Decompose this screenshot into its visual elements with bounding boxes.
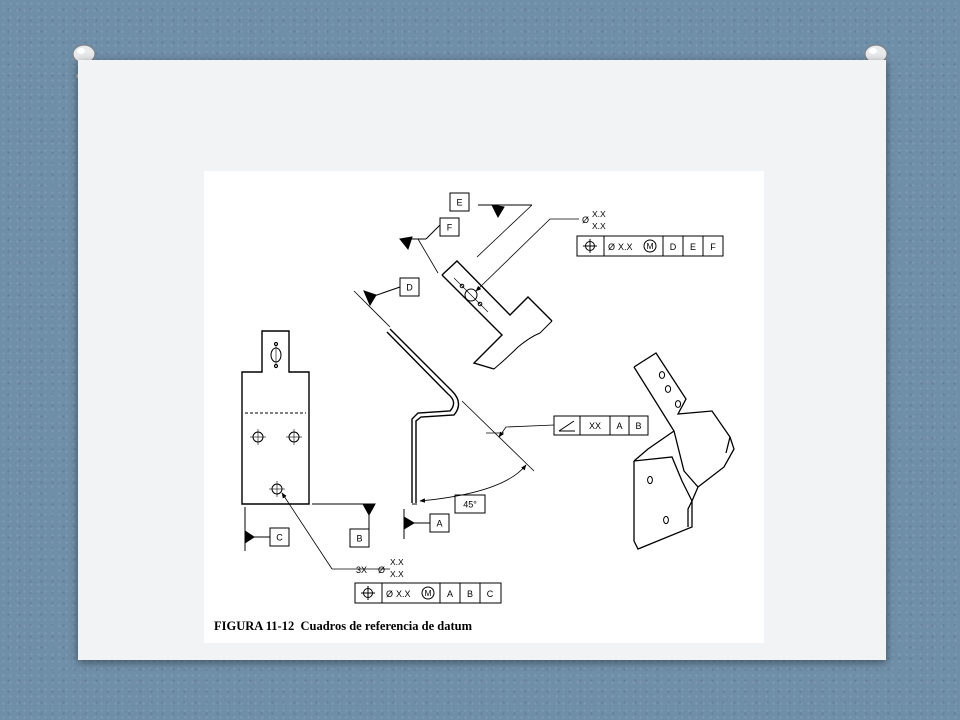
hole-size-lower: X.X	[592, 221, 606, 231]
frame-tolerance: X.X	[396, 589, 411, 599]
figure-caption: FIGURA 11-12 Cuadros de referencia de da…	[214, 619, 754, 637]
datum-label-d: D	[406, 283, 413, 293]
left-part-view	[241, 330, 310, 505]
upper-rotated-part	[441, 260, 553, 370]
frame-diameter-symbol: Ø	[608, 242, 615, 252]
figure-frame: C B A D E F 45° Ø X.X X.X Ø X.X M D E F …	[204, 171, 764, 643]
frame-diameter-symbol: Ø	[386, 589, 393, 599]
hole-count: 3X	[356, 565, 367, 575]
frame-datum-2: B	[467, 589, 473, 599]
datum-triangle-icon	[362, 503, 376, 517]
datum-box-c	[269, 527, 290, 547]
frame-tolerance: X.X	[618, 242, 633, 252]
datum-triangle-icon	[244, 530, 255, 544]
bent-profile	[386, 328, 460, 503]
frame-datum-1: D	[670, 242, 677, 252]
datum-box-e	[449, 192, 470, 212]
angularity-datum-2: B	[635, 421, 641, 431]
position-tolerance-icon	[361, 586, 375, 600]
frame-modifier: M	[424, 588, 431, 598]
angularity-datum-1: A	[616, 421, 622, 431]
frame-datum-3: F	[710, 242, 716, 252]
frame-datum-2: E	[690, 242, 696, 252]
frame-datum-1: A	[447, 589, 453, 599]
datum-box-b	[349, 528, 370, 548]
engineering-drawing: C B A D E F 45° Ø X.X X.X Ø X.X M D E F …	[241, 192, 735, 604]
datum-box-f	[439, 217, 460, 237]
hole-size-lower: X.X	[390, 569, 404, 579]
feature-control-frame-top	[576, 235, 724, 257]
datum-box-a	[429, 513, 450, 533]
datum-label-a: A	[436, 519, 442, 529]
modifier-circle	[643, 239, 657, 253]
hole-size-upper: X.X	[390, 557, 404, 567]
datum-triangle-icon	[403, 516, 415, 530]
datum-triangle-icon	[399, 236, 413, 251]
diameter-symbol: Ø	[378, 565, 385, 575]
hole	[464, 288, 478, 302]
datum-label-c: C	[276, 533, 283, 543]
frame-modifier: M	[646, 241, 653, 251]
angularity-tolerance: XX	[589, 421, 601, 431]
datum-label-e: E	[456, 198, 462, 208]
angularity-icon	[558, 420, 575, 432]
hole-size-upper: X.X	[592, 209, 606, 219]
datum-label-f: F	[447, 223, 453, 233]
datum-label-b: B	[356, 534, 362, 544]
diameter-symbol: Ø	[582, 215, 589, 225]
angularity-control-frame	[553, 415, 649, 436]
datum-triangle-icon	[491, 204, 505, 219]
feature-control-frame-bottom	[354, 582, 502, 604]
isometric-part	[633, 352, 735, 550]
datum-triangle-icon	[363, 290, 377, 307]
modifier-circle	[421, 586, 435, 600]
figure-number: FIGURA 11-12	[214, 619, 295, 633]
frame-datum-3: C	[487, 589, 494, 599]
angle-label-box	[454, 494, 486, 514]
figure-title: Cuadros de referencia de datum	[300, 619, 472, 633]
position-tolerance-icon	[583, 239, 597, 253]
angle-label: 45°	[463, 500, 477, 510]
datum-box-d	[399, 277, 420, 297]
